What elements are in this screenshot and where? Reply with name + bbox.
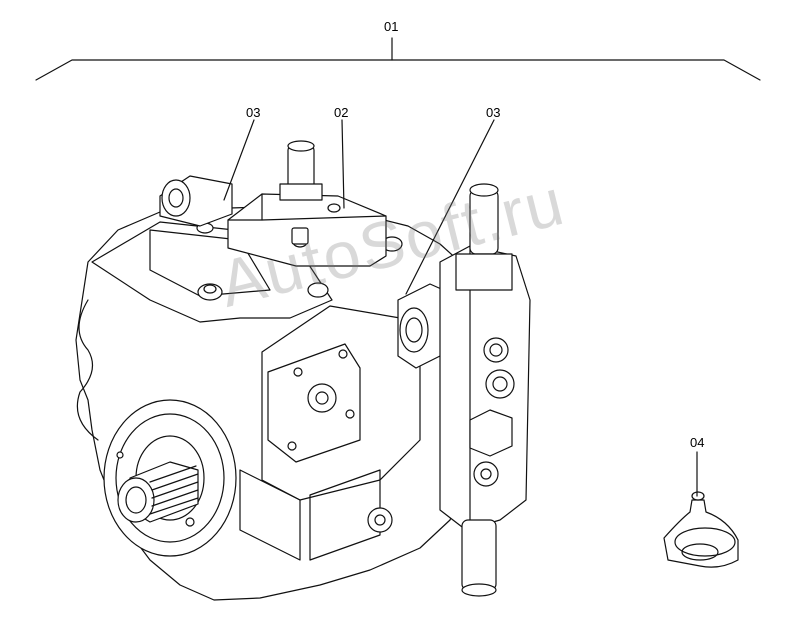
callout-03-left: 03 [246, 105, 261, 120]
seal-kit [663, 491, 739, 568]
side-valve-manifold [439, 183, 531, 597]
assembly-bracket [35, 37, 761, 81]
callout-02: 02 [334, 105, 349, 120]
control-valve [227, 193, 387, 267]
callout-04: 04 [690, 435, 705, 450]
right-fitting [397, 283, 449, 369]
drive-shaft [103, 399, 237, 557]
callout-03-right: 03 [486, 105, 501, 120]
leader-lines [223, 119, 698, 497]
left-fitting [159, 175, 233, 227]
top-plug [279, 140, 323, 201]
callout-01: 01 [384, 19, 399, 34]
